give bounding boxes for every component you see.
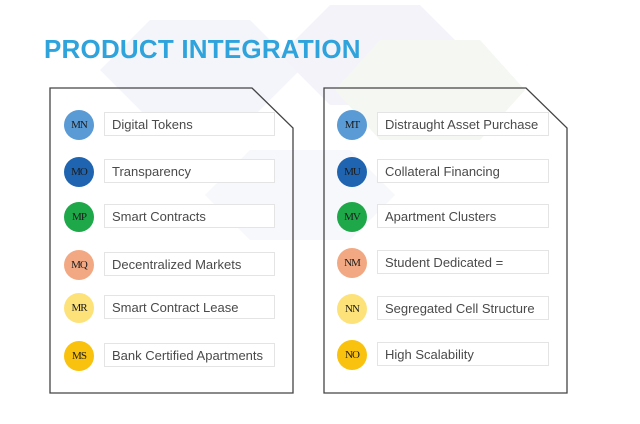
feature-badge: NN (337, 294, 367, 324)
feature-label: Bank Certified Apartments (104, 343, 275, 367)
feature-badge: MP (64, 202, 94, 232)
left-feature-list: MN Digital Tokens MO Transparency MP Sma… (64, 110, 279, 372)
feature-badge: MR (64, 293, 94, 323)
feature-badge: MV (337, 202, 367, 232)
feature-badge: MS (64, 341, 94, 371)
right-card-frame (323, 87, 568, 394)
right-feature-list: MT Distraught Asset Purchase MU Collater… (337, 110, 552, 372)
left-card-frame (49, 87, 294, 394)
feature-label: Smart Contract Lease (104, 295, 275, 319)
feature-label: Student Dedicated = (377, 250, 549, 274)
feature-label: Smart Contracts (104, 204, 275, 228)
feature-badge: MO (64, 157, 94, 187)
feature-label: Collateral Financing (377, 159, 549, 183)
page-title: PRODUCT INTEGRATION (44, 34, 361, 64)
feature-label: High Scalability (377, 342, 549, 366)
feature-label: Decentralized Markets (104, 252, 275, 276)
feature-badge: NO (337, 340, 367, 370)
feature-badge: NM (337, 248, 367, 278)
feature-badge: MQ (64, 250, 94, 280)
feature-label: Distraught Asset Purchase (377, 112, 549, 136)
feature-badge: MT (337, 110, 367, 140)
feature-label: Segregated Cell Structure (377, 296, 549, 320)
feature-label: Digital Tokens (104, 112, 275, 136)
feature-label: Apartment Clusters (377, 204, 549, 228)
feature-badge: MN (64, 110, 94, 140)
feature-label: Transparency (104, 159, 275, 183)
feature-badge: MU (337, 157, 367, 187)
